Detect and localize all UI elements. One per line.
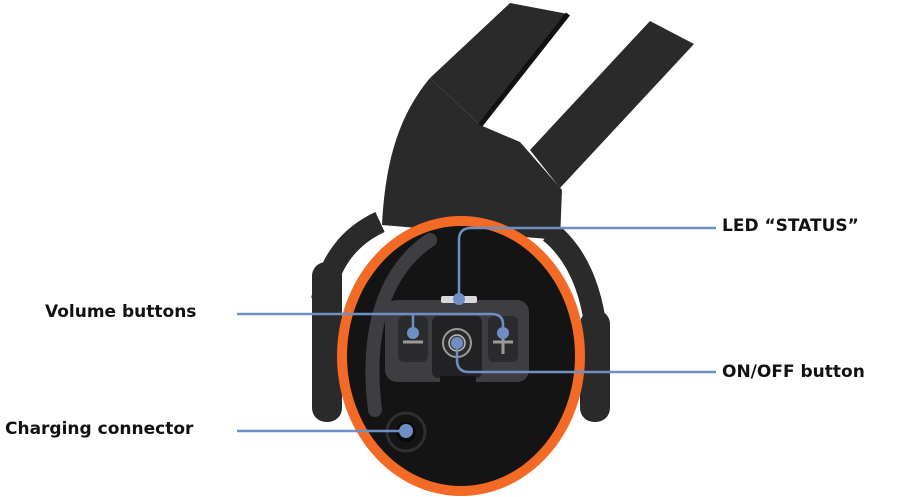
callout-lines — [237, 226, 716, 433]
volume-buttons-label: Volume buttons — [45, 302, 197, 322]
callout-dot-charging — [399, 424, 413, 438]
right-bracket-arm — [542, 223, 607, 332]
panel-notch — [440, 376, 476, 384]
callout-dot-onoff — [451, 337, 463, 349]
right-side-bracket — [580, 310, 610, 422]
on-off-button-label: ON/OFF button — [722, 362, 865, 382]
headband-stem — [382, 78, 562, 240]
headband-left-prong — [430, 3, 568, 125]
callout-dot-led — [453, 293, 465, 305]
ear-cup-highlight-arc — [365, 233, 437, 417]
callout-dot-volume-down — [407, 327, 419, 339]
callout-line-led — [457, 226, 716, 299]
headband-prong-edge — [476, 12, 570, 130]
headband-right-prong — [530, 21, 694, 188]
callout-dots — [399, 293, 509, 438]
headband — [382, 3, 694, 240]
left-side-bracket — [312, 262, 342, 422]
left-bracket-arm — [311, 212, 385, 303]
led-status-label: LED “STATUS” — [722, 216, 859, 236]
callout-line-onoff — [455, 343, 716, 374]
charging-connector-label: Charging connector — [5, 419, 194, 439]
callout-dot-volume-up — [497, 327, 509, 339]
callout-line-volume — [237, 312, 505, 333]
